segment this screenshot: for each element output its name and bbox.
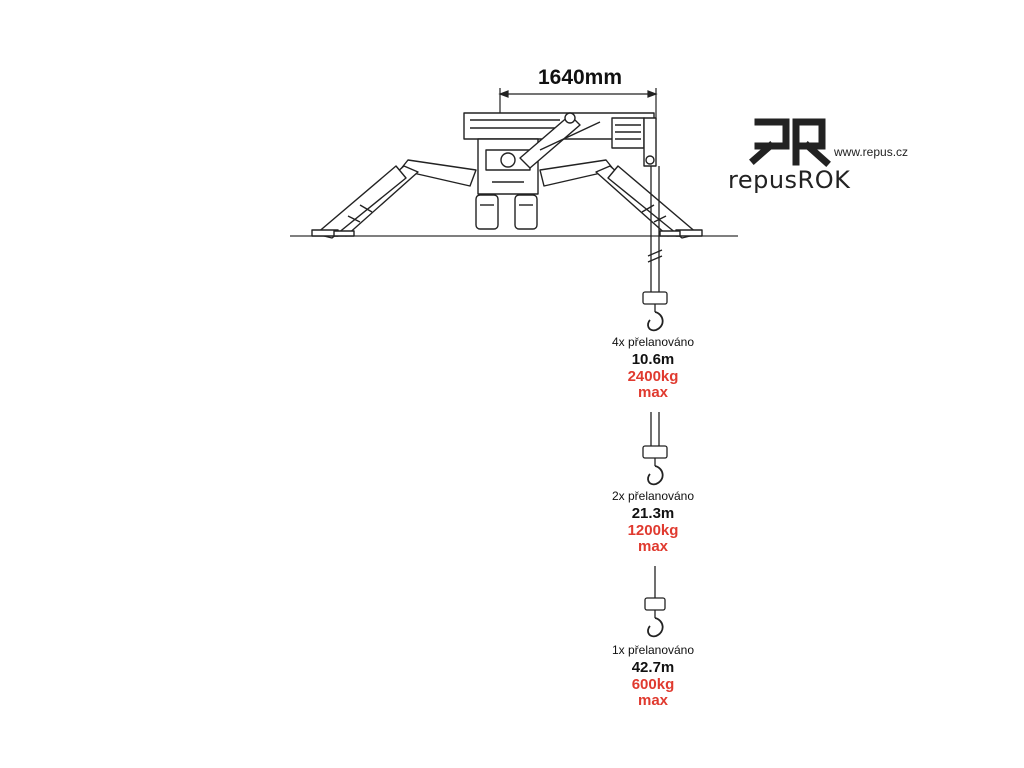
- crane-hook-icon: [647, 311, 664, 332]
- lift-height: 42.7m: [631, 659, 675, 676]
- max-load: 1200kg: [627, 522, 679, 539]
- crane-hook-icon: [647, 465, 664, 486]
- width-dimension-label: 1640mm: [537, 66, 623, 89]
- hook-assembly-2x: [642, 412, 668, 486]
- max-load: 600kg: [631, 676, 675, 693]
- configuration-4x: 4x přelanováno 10.6m 2400kg max: [578, 335, 728, 401]
- rr-monogram-logo: [749, 118, 831, 167]
- configuration-2x: 2x přelanováno 21.3m 1200kg max: [578, 489, 728, 555]
- brand-name: repusROK: [728, 166, 851, 194]
- lift-height: 10.6m: [631, 351, 675, 368]
- reeving-label: 2x přelanováno: [611, 489, 695, 503]
- dimension-line: [498, 88, 658, 120]
- configuration-1x: 1x přelanováno 42.7m 600kg max: [578, 643, 728, 709]
- website-link[interactable]: www.repus.cz: [834, 145, 909, 159]
- max-label: max: [637, 692, 669, 709]
- reeving-label: 4x přelanováno: [611, 335, 695, 349]
- hook-assembly-4x: [642, 166, 668, 332]
- reeving-label: 1x přelanováno: [611, 643, 695, 657]
- max-load: 2400kg: [627, 368, 679, 385]
- max-label: max: [637, 384, 669, 401]
- spider-crane-drawing: [311, 112, 703, 239]
- hook-assembly-1x: [644, 566, 666, 638]
- lift-height: 21.3m: [631, 505, 675, 522]
- max-label: max: [637, 538, 669, 555]
- crane-hook-icon: [647, 617, 664, 638]
